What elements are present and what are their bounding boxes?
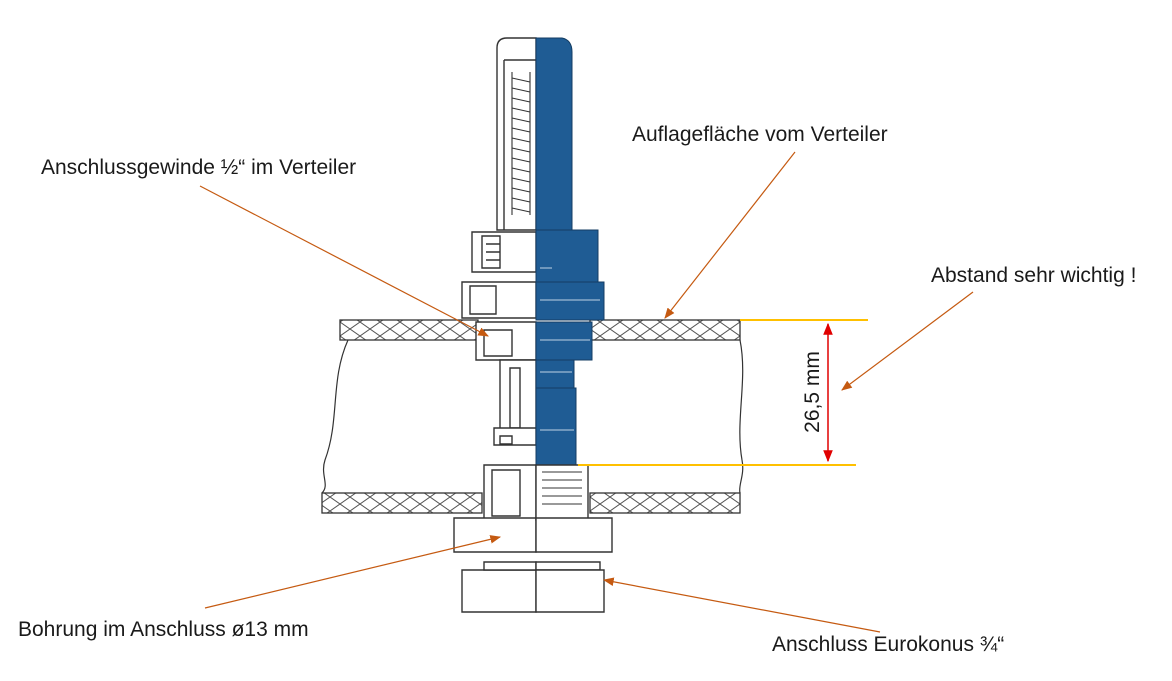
leader-bohrung <box>204 535 502 609</box>
label-abstand: Abstand sehr wichtig ! <box>931 264 1137 287</box>
valve-line-art-half <box>453 37 537 613</box>
label-anschlussgewinde: Anschlussgewinde ½“ im Verteiler <box>41 156 357 179</box>
manifold-pipe <box>321 319 744 514</box>
label-bohrung: Bohrung im Anschluss ø13 mm <box>18 618 309 641</box>
label-auflageflaeche: Auflagefläche vom Verteiler <box>632 123 888 146</box>
eurokonus-fitting-right <box>535 464 613 613</box>
leader-anschlussgewinde <box>199 185 489 337</box>
label-eurokonus: Anschluss Eurokonus ¾“ <box>772 633 1005 656</box>
leader-abstand <box>841 291 974 391</box>
dimension-value: 26,5 mm <box>801 351 824 433</box>
leader-lines <box>199 151 974 633</box>
leader-eurokonus <box>602 577 881 633</box>
valve-blue-half <box>535 37 605 466</box>
leader-auflageflaeche <box>664 151 796 319</box>
reference-lines <box>578 319 868 466</box>
